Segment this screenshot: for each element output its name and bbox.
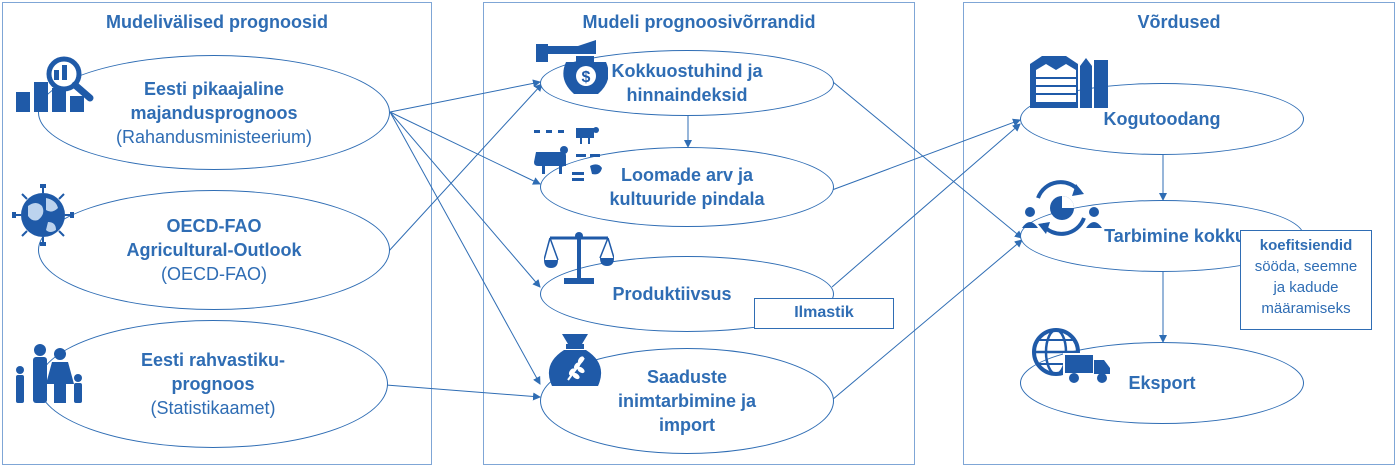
edge-econ-to-price: [389, 79, 541, 113]
money-hand-icon: $: [536, 40, 608, 94]
edge-pop-to-consumption: [385, 384, 541, 401]
edge-econ-to-consumption: [389, 111, 541, 385]
node-oecd-fao-title: OECD-FAO Agricultural-Outlook: [126, 216, 302, 260]
grain-sack-icon: [548, 334, 602, 386]
weather-label: Ilmastik: [794, 304, 854, 321]
node-economic-forecast-title: Eesti pikaajaline majandusprognoos: [130, 78, 298, 123]
panel-title-equations: Mudeli prognoosivõrrandid: [582, 12, 816, 32]
node-population-source: (Statistikaamet): [150, 398, 276, 418]
node-total-consumption-label: Tarbimine kokku: [1104, 226, 1246, 246]
edge-oecd-to-price: [387, 83, 543, 253]
node-consumption-import-label: Saaduste inimtarbimine ja import: [617, 367, 757, 435]
coefficients-text: sööda, seemne ja kadude määramiseks: [1254, 258, 1358, 317]
weather-box: Ilmastik: [754, 298, 894, 329]
globe-network-icon: [12, 184, 74, 246]
globe-truck-icon: [1032, 328, 1110, 383]
grain-silo-icon: [1030, 56, 1108, 108]
panel-title-identities: Võrdused: [1137, 12, 1221, 32]
magnifier-chart-icon: [16, 56, 94, 112]
coefficients-box: koefitsiendid sööda, seemne ja kadude mä…: [1240, 230, 1372, 330]
panel-title-external: Mudelivälised prognoosid: [105, 12, 329, 32]
consumption-cycle-icon: [1022, 180, 1102, 236]
node-total-production-label: Kogutoodang: [1103, 109, 1221, 129]
node-prices-label: Kokkuostuhind ja hinnaindeksid: [611, 61, 763, 105]
node-oecd-fao-outlook: OECD-FAO Agricultural-Outlook (OECD-FAO): [38, 190, 390, 310]
svg-text:$: $: [582, 69, 591, 86]
edge-productivity-to-production: [831, 123, 1021, 288]
node-productivity-label: Produktiivsus: [612, 284, 732, 304]
node-population-title: Eesti rahvastiku- prognoos: [140, 350, 286, 394]
edge-econ-to-productivity: [389, 111, 541, 288]
node-export-label: Eksport: [1128, 373, 1196, 393]
edge-price-to-total-consumption: [832, 81, 1023, 239]
balance-scale-icon: [544, 232, 614, 284]
node-economic-forecast-source: (Rahandusministeerium): [115, 126, 313, 147]
edge-livestock-to-production: [831, 118, 1021, 191]
node-oecd-fao-source: (OECD-FAO): [161, 264, 267, 284]
node-livestock-area: Loomade arv ja kultuuride pindala: [540, 147, 834, 227]
node-population-forecast: Eesti rahvastiku- prognoos (Statistikaam…: [38, 320, 388, 448]
family-icon: [16, 344, 82, 403]
node-economic-forecast: Eesti pikaajaline majandusprognoos (Raha…: [38, 55, 390, 170]
edge-econ-to-livestock: [389, 111, 541, 185]
animals-icon: [534, 127, 602, 181]
node-livestock-area-label: Loomade arv ja kultuuride pindala: [609, 165, 765, 209]
edge-consumption-to-total: [831, 239, 1023, 401]
coefficients-title: koefitsiendid: [1259, 237, 1353, 254]
